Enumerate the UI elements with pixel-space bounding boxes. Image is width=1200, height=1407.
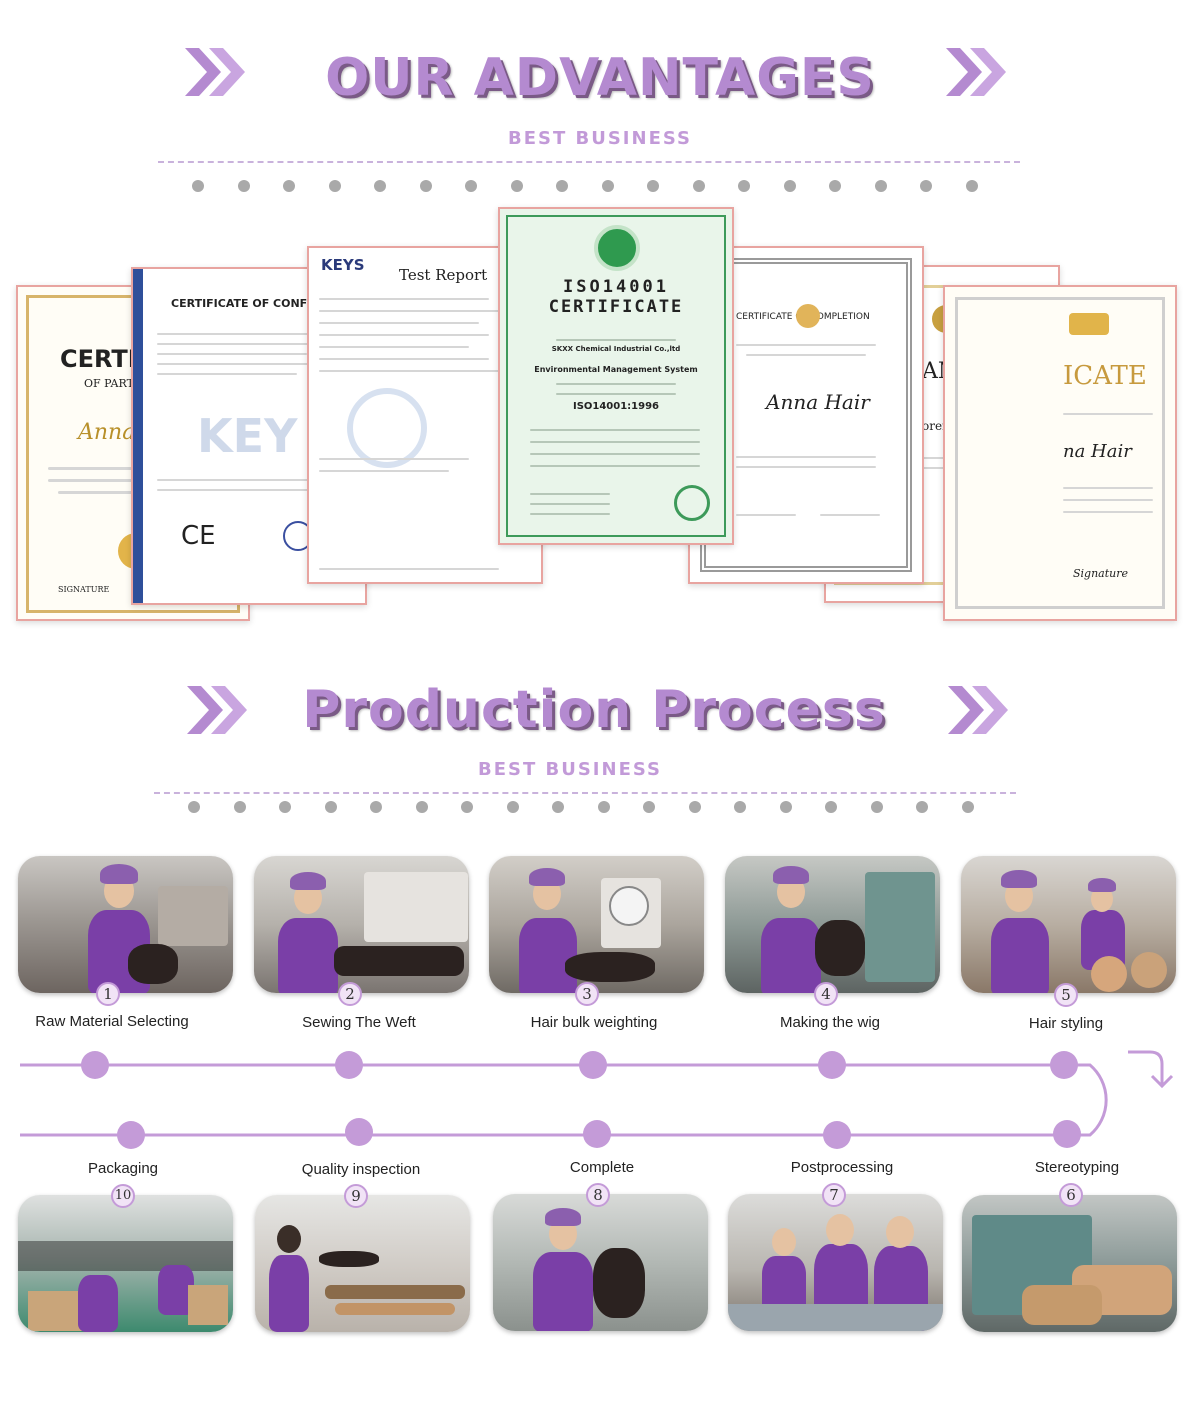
timeline-dot-10 [117, 1121, 145, 1149]
cert7-signature: Signature [1073, 567, 1129, 580]
cert4-title-1: ISO14001 [563, 277, 669, 297]
gold-ribbon-icon [1069, 313, 1109, 335]
timeline-dot-3 [579, 1051, 607, 1079]
cert2-watermark: KEY [197, 409, 298, 463]
dot-row [192, 180, 978, 192]
cert7-name: na Hair [1063, 441, 1132, 462]
timeline-dot-2 [335, 1051, 363, 1079]
step-photo-3 [489, 856, 704, 993]
divider [158, 161, 1020, 163]
step-label-3: Hair bulk weighting [530, 1014, 658, 1031]
ce-mark: CE [181, 521, 216, 551]
divider-2 [154, 792, 1016, 794]
process-title: Production Process [302, 680, 886, 740]
advantages-title: OUR ADVANTAGES [325, 48, 875, 108]
step-label-10: Packaging [87, 1160, 159, 1177]
cert4-system: Environmental Management System [534, 365, 698, 374]
timeline-dot-5 [1050, 1051, 1078, 1079]
cert4-company: SKXX Chemical Industrial Co.,ltd [551, 345, 681, 353]
certificate-7[interactable]: ICATE na Hair Signature [943, 285, 1177, 621]
step-photo-6 [962, 1195, 1177, 1332]
gold-badge-icon [796, 304, 820, 328]
cert1-signature-label: SIGNATURE [58, 585, 110, 594]
step-number-4: 4 [814, 982, 838, 1006]
chevron-right-icon-right [946, 48, 1006, 96]
step-photo-8 [493, 1194, 708, 1331]
step-label-7: Postprocessing [790, 1159, 894, 1176]
cert3-brand: KEYS [321, 256, 365, 274]
step-label-2: Sewing The Weft [302, 1014, 416, 1031]
timeline-dot-6 [1053, 1120, 1081, 1148]
step-number-9: 9 [344, 1184, 368, 1208]
timeline-dot-4 [818, 1051, 846, 1079]
iso-green-logo-icon [594, 225, 640, 271]
cert4-title-2: CERTIFICATE [548, 297, 684, 317]
process-timeline [20, 1050, 1174, 1137]
cert7-title: ICATE [1063, 361, 1147, 391]
cert1-subtitle: OF PART [84, 377, 134, 390]
step-label-1: Raw Material Selecting [35, 1013, 189, 1030]
chevron-right-icon-right-2 [948, 686, 1008, 734]
step-number-7: 7 [822, 1183, 846, 1207]
scale-icon [609, 886, 649, 926]
cert4-code: ISO14001:1996 [572, 401, 660, 412]
step-label-5: Hair styling [1028, 1015, 1104, 1032]
timeline-dot-1 [81, 1051, 109, 1079]
step-label-8: Complete [569, 1159, 635, 1176]
timeline-dot-7 [823, 1121, 851, 1149]
step-photo-1 [18, 856, 233, 993]
certificate-4-iso14001[interactable]: ISO14001 CERTIFICATE SKXX Chemical Indus… [498, 207, 734, 545]
step-label-4: Making the wig [779, 1014, 881, 1031]
advantages-subtitle: BEST BUSINESS [507, 128, 692, 149]
dot-row-2 [188, 801, 974, 813]
step-number-3: 3 [575, 982, 599, 1006]
chevron-right-icon-left-2 [187, 686, 247, 734]
timeline-dot-9 [345, 1118, 373, 1146]
step-label-9: Quality inspection [301, 1161, 421, 1178]
step-photo-9 [255, 1195, 470, 1332]
chevron-right-icon-left [185, 48, 245, 96]
step-photo-7 [728, 1194, 943, 1331]
step-photo-2 [254, 856, 469, 993]
cert3-title: Test Report [399, 266, 488, 284]
timeline-dot-8 [583, 1120, 611, 1148]
step-number-5: 5 [1054, 983, 1078, 1007]
green-stamp-icon [674, 485, 710, 521]
step-number-1: 1 [96, 982, 120, 1006]
process-subtitle: BEST BUSINESS [477, 759, 662, 780]
cert5-name: Anna Hair [766, 390, 870, 414]
cert2-title: CERTIFICATE OF CONFOR [171, 297, 326, 310]
step-number-2: 2 [338, 982, 362, 1006]
step-number-10: 10 [111, 1184, 135, 1208]
step-number-6: 6 [1059, 1183, 1083, 1207]
step-photo-5 [961, 856, 1176, 993]
step-label-6: Stereotyping [1034, 1159, 1120, 1176]
step-photo-10 [18, 1195, 233, 1332]
step-photo-4 [725, 856, 940, 993]
watermark-circle-icon [347, 388, 427, 468]
step-number-8: 8 [586, 1183, 610, 1207]
